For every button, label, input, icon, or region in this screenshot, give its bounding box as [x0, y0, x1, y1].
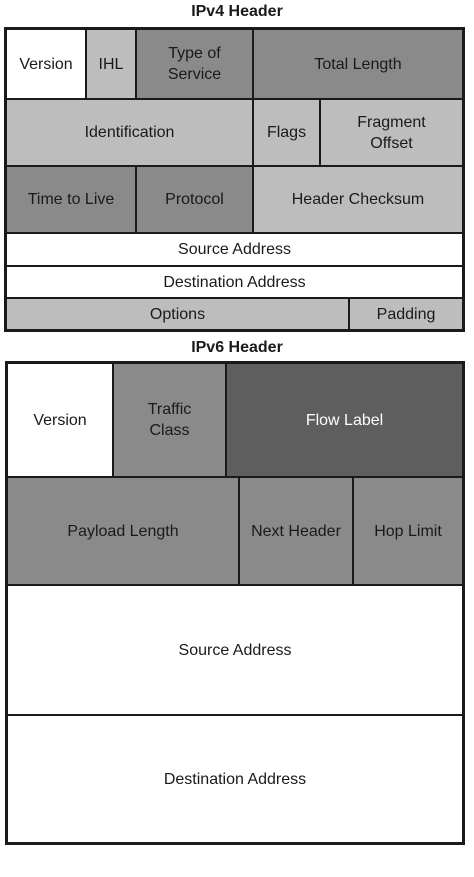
- ipv4-type-of-service-field: Type of Service: [136, 29, 253, 99]
- ipv4-identification-field: Identification: [6, 99, 253, 166]
- ipv4-header-checksum-field: Header Checksum: [253, 166, 463, 233]
- ipv4-version-field: Version: [6, 29, 86, 99]
- ipv6-version-field: Version: [7, 363, 113, 477]
- ipv4-protocol-field: Protocol: [136, 166, 253, 233]
- ipv6-destination-address-field: Destination Address: [7, 715, 463, 843]
- ipv4-flags-field: Flags: [253, 99, 320, 166]
- ipv4-padding-field: Padding: [349, 298, 463, 330]
- ipv6-payload-length-field: Payload Length: [7, 477, 239, 585]
- ipv6-header-title: IPv6 Header: [191, 339, 283, 356]
- ipv6-source-address-field: Source Address: [7, 585, 463, 715]
- ipv4-total-length-field: Total Length: [253, 29, 463, 99]
- ipv4-header-diagram: Version IHL Type of Service Total Length…: [4, 27, 465, 332]
- ipv4-ihl-field: IHL: [86, 29, 136, 99]
- ipv4-options-field: Options: [6, 298, 349, 330]
- ipv6-hop-limit-field: Hop Limit: [353, 477, 463, 585]
- ipv6-next-header-field: Next Header: [239, 477, 353, 585]
- ipv4-destination-address-field: Destination Address: [6, 266, 463, 298]
- ipv6-flow-label-field: Flow Label: [226, 363, 463, 477]
- ipv4-fragment-offset-field: Fragment Offset: [320, 99, 463, 166]
- ipv4-header-title: IPv4 Header: [191, 3, 283, 20]
- ipv6-header-diagram: Version Traffic Class Flow Label Payload…: [5, 361, 465, 845]
- ipv4-source-address-field: Source Address: [6, 233, 463, 266]
- ipv6-traffic-class-field: Traffic Class: [113, 363, 226, 477]
- ipv4-time-to-live-field: Time to Live: [6, 166, 136, 233]
